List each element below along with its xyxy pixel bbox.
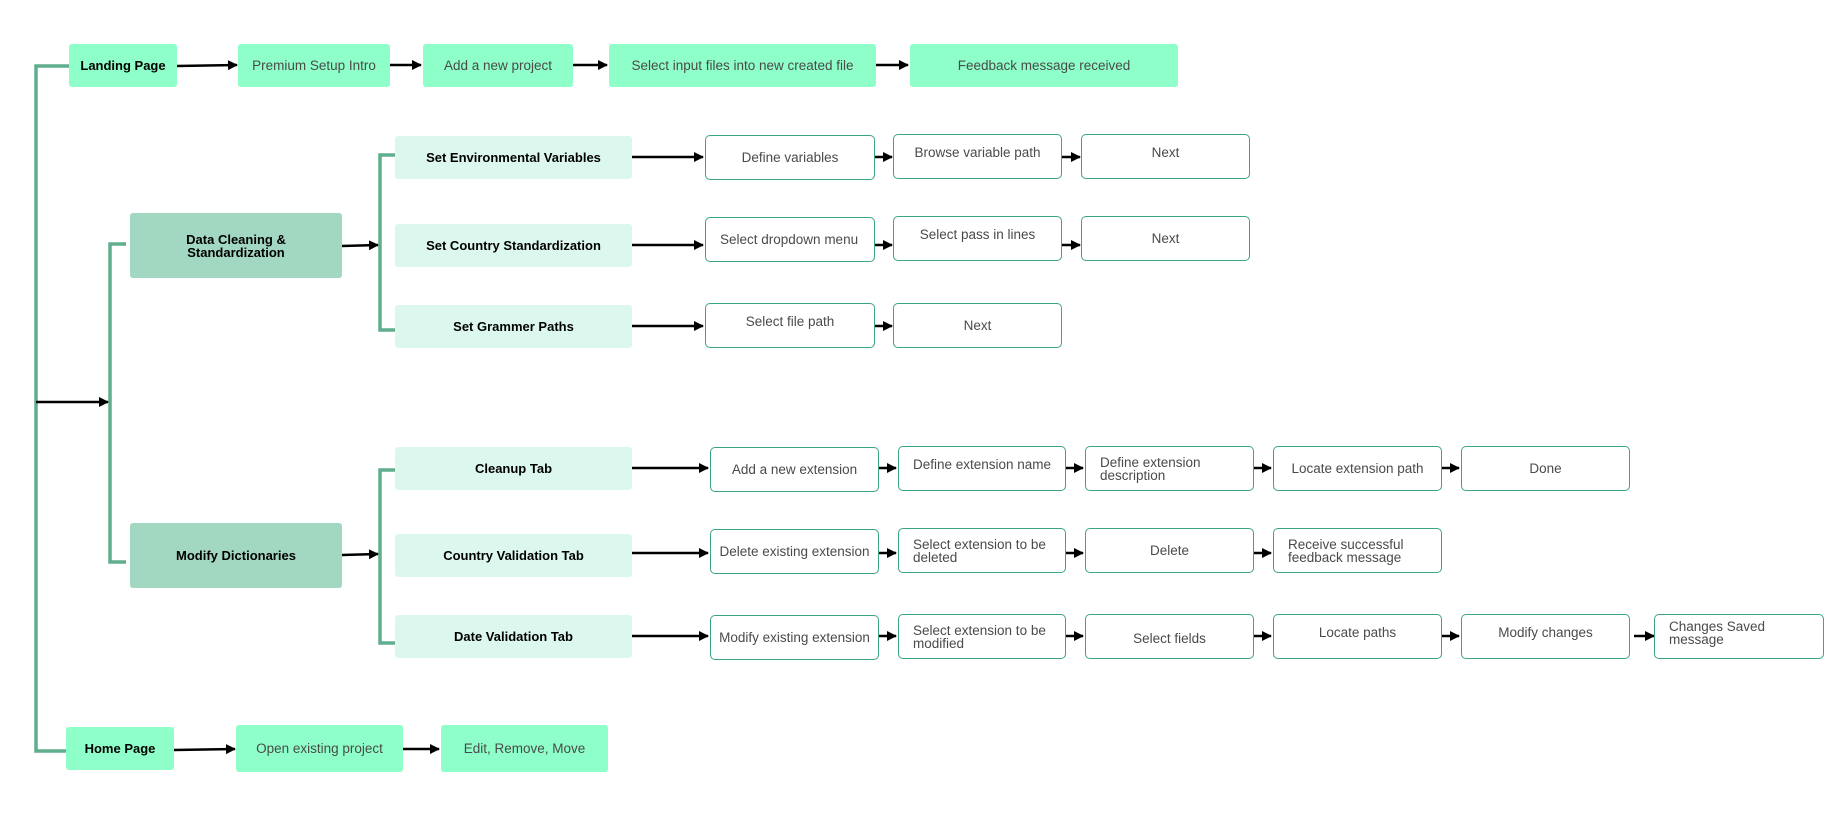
step-label: Done	[1529, 461, 1562, 476]
node-label: Set Environmental Variables	[426, 150, 601, 165]
node-label: Add a new project	[443, 58, 553, 73]
root-bracket	[34, 64, 69, 753]
premium-setup-intro-node: Premium Setup Intro	[238, 44, 390, 87]
changes-saved-step: Changes Saved message	[1654, 614, 1824, 659]
define-variables-step: Define variables	[705, 135, 875, 180]
data-cleaning-node: Data Cleaning & Standardization	[130, 213, 342, 278]
step-label: Next	[963, 318, 992, 333]
open-existing-project-node: Open existing project	[236, 725, 403, 772]
tree-brackets	[34, 64, 395, 753]
node-label: Landing Page	[80, 58, 166, 73]
node-label: Cleanup Tab	[474, 461, 553, 476]
add-new-extension-step: Add a new extension	[710, 447, 879, 492]
select-extension-modify-step: Select extension to be modified	[898, 614, 1066, 659]
next-step-2: Next	[1081, 216, 1250, 261]
arrow-datacleaning-sub	[341, 240, 379, 251]
delete-step: Delete	[1085, 528, 1254, 573]
cleanup-tab-node: Cleanup Tab	[395, 447, 632, 490]
locate-extension-path-step: Locate extension path	[1273, 446, 1442, 491]
step-label: Receive successful feedback message	[1288, 536, 1404, 565]
step-label: Select file path	[745, 314, 835, 329]
data-cleaning-bracket	[378, 153, 395, 332]
arrow-landing-premium	[176, 60, 238, 71]
home-page-node: Home Page	[66, 727, 174, 770]
step-label: Next	[1151, 145, 1180, 160]
node-label: Data Cleaning & Standardization	[186, 231, 286, 260]
node-label: Feedback message received	[957, 58, 1131, 73]
step-label: Define extension description	[1100, 454, 1201, 483]
step-label: Next	[1151, 231, 1180, 246]
flow-arrows	[36, 60, 1655, 755]
modify-dictionaries-node: Modify Dictionaries	[130, 523, 342, 588]
country-validation-tab-node: Country Validation Tab	[395, 534, 632, 577]
step-label: Delete existing extension	[719, 544, 870, 559]
select-file-path-step: Select file path	[705, 303, 875, 348]
step-label: Define extension name	[912, 457, 1052, 472]
node-label: Modify Dictionaries	[176, 548, 296, 563]
node-label: Country Validation Tab	[443, 548, 584, 563]
step-label: Delete	[1149, 543, 1190, 558]
step-label: Changes Saved message	[1669, 618, 1766, 647]
select-input-files-node: Select input files into new created file	[609, 44, 876, 87]
browse-variable-path-step: Browse variable path	[893, 134, 1062, 179]
step-label: Modify existing extension	[719, 630, 870, 645]
select-extension-delete-step: Select extension to be deleted	[898, 528, 1066, 573]
locate-paths-step: Locate paths	[1273, 614, 1442, 659]
landing-page-node: Landing Page	[69, 44, 177, 87]
node-label: Edit, Remove, Move	[463, 741, 586, 756]
step-label: Select fields	[1133, 631, 1206, 646]
step-label: Browse variable path	[914, 145, 1041, 160]
select-dropdown-step: Select dropdown menu	[705, 217, 875, 262]
modify-changes-step: Modify changes	[1461, 614, 1630, 659]
define-extension-name-step: Define extension name	[898, 446, 1066, 491]
step-label: Locate extension path	[1291, 461, 1424, 476]
set-country-standardization-node: Set Country Standardization	[395, 224, 632, 267]
sections-bracket	[108, 242, 126, 564]
arrow-home-open	[173, 744, 236, 755]
arrow-modifydict-sub	[341, 549, 379, 560]
next-step-1: Next	[1081, 134, 1250, 179]
node-label: Select input files into new created file	[631, 58, 854, 73]
node-label: Home Page	[84, 741, 156, 756]
set-grammer-paths-node: Set Grammer Paths	[395, 305, 632, 348]
step-label: Locate paths	[1318, 625, 1397, 640]
feedback-received-node: Feedback message received	[910, 44, 1178, 87]
step-label: Add a new extension	[731, 462, 858, 477]
step-label: Select pass in lines	[919, 227, 1036, 242]
modify-existing-extension-step: Modify existing extension	[710, 615, 879, 660]
node-label: Date Validation Tab	[454, 629, 573, 644]
modify-dict-bracket	[378, 468, 395, 645]
add-new-project-node: Add a new project	[423, 44, 573, 87]
node-label: Set Country Standardization	[426, 238, 601, 253]
set-env-variables-node: Set Environmental Variables	[395, 136, 632, 179]
node-label: Premium Setup Intro	[252, 58, 376, 73]
next-step-3: Next	[893, 303, 1062, 348]
done-step: Done	[1461, 446, 1630, 491]
step-label: Select extension to be modified	[913, 622, 1046, 651]
step-label: Select extension to be deleted	[913, 536, 1046, 565]
select-fields-step: Select fields	[1085, 614, 1254, 659]
date-validation-tab-node: Date Validation Tab	[395, 615, 632, 658]
step-label: Modify changes	[1498, 625, 1593, 640]
node-label: Set Grammer Paths	[453, 319, 574, 334]
define-extension-description-step: Define extension description	[1085, 446, 1254, 491]
delete-existing-extension-step: Delete existing extension	[710, 529, 879, 574]
node-label: Open existing project	[256, 741, 383, 756]
receive-feedback-step: Receive successful feedback message	[1273, 528, 1442, 573]
step-label: Define variables	[741, 150, 839, 165]
step-label: Select dropdown menu	[720, 232, 859, 247]
edit-remove-move-node: Edit, Remove, Move	[441, 725, 608, 772]
select-pass-lines-step: Select pass in lines	[893, 216, 1062, 261]
